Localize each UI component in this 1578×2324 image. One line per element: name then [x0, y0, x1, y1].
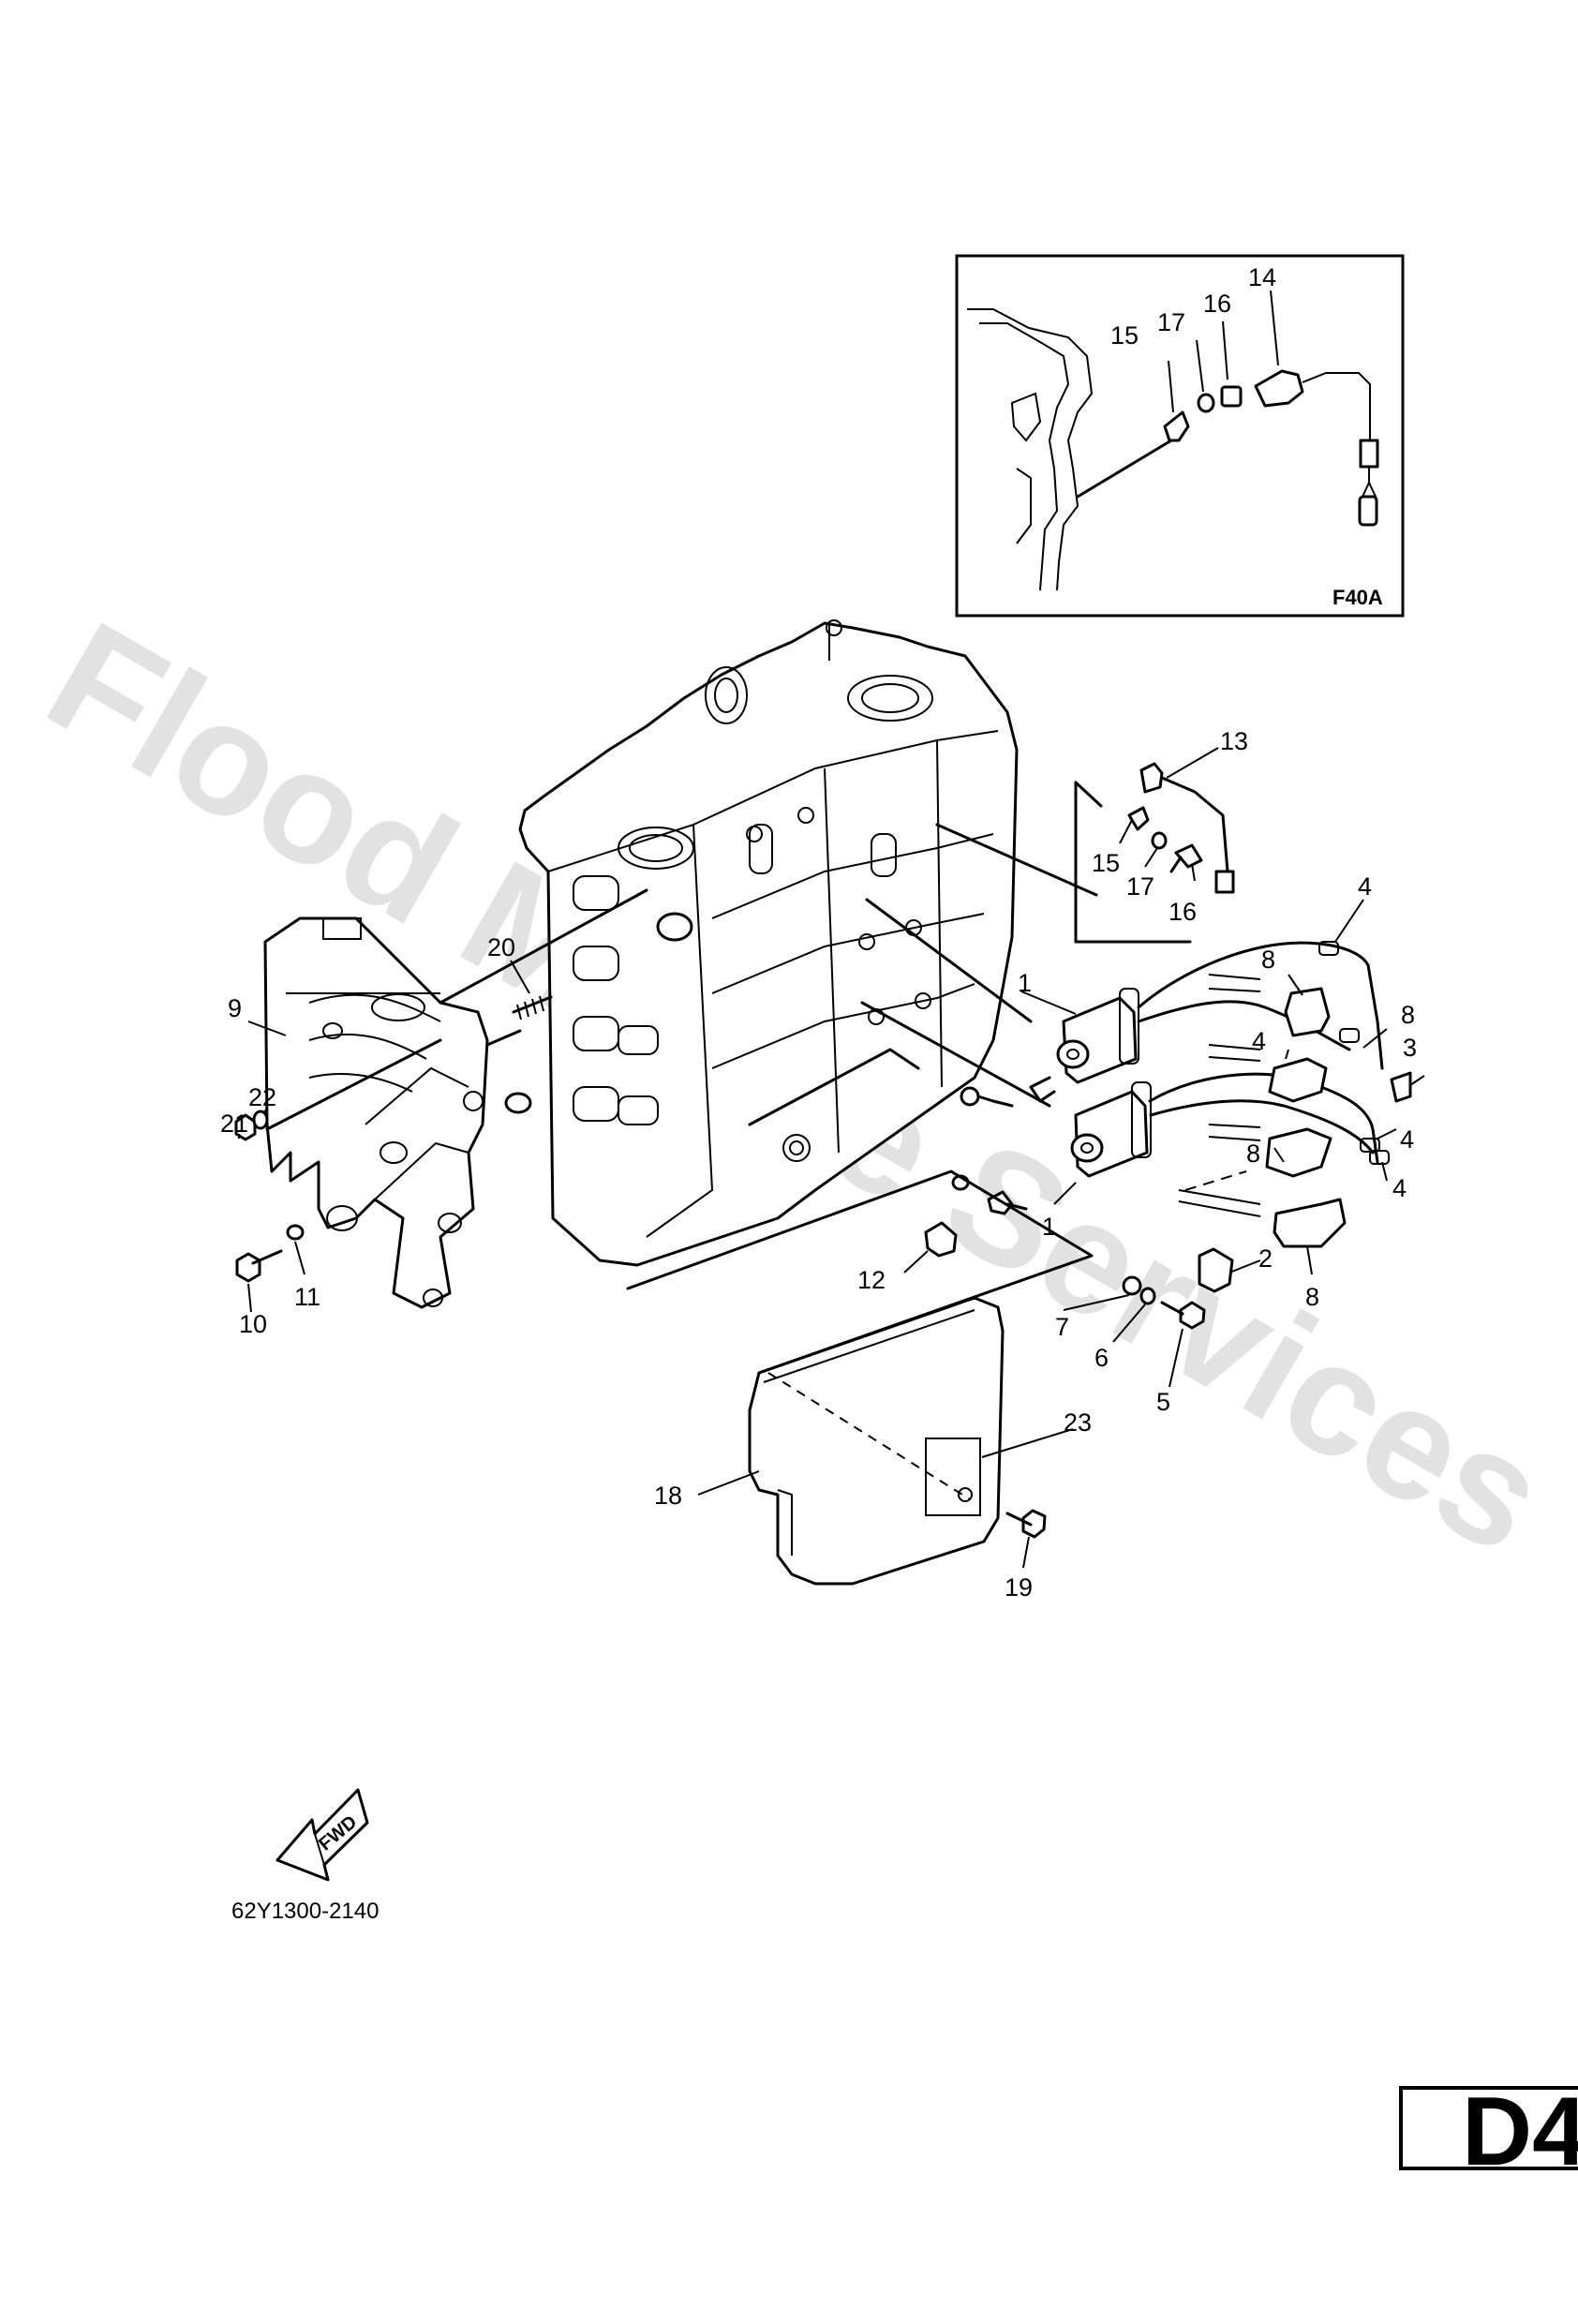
callout-4-top: 4 [1358, 872, 1372, 901]
fwd-arrow-icon: FWD [275, 1788, 369, 1882]
callout-4-right: 4 [1400, 1125, 1414, 1154]
callout-14: 14 [1248, 263, 1276, 291]
callout-8-a: 8 [1261, 946, 1275, 974]
callout-13: 13 [1220, 727, 1248, 755]
callout-9: 9 [228, 994, 242, 1022]
nut [234, 1113, 257, 1141]
callout-15: 15 [1110, 321, 1139, 350]
page-tab-label: D4 [1462, 2078, 1578, 2186]
callout-10: 10 [239, 1310, 267, 1338]
callout-8-c: 8 [1246, 1140, 1260, 1168]
inset-panel: 14 15 16 17 F40A [955, 254, 1405, 618]
callout-11: 11 [294, 1283, 320, 1311]
callout-4-bottom: 4 [1392, 1174, 1407, 1202]
callout-8-d: 8 [1305, 1283, 1319, 1311]
callout-21: 21 [220, 1110, 248, 1138]
inset-label: F40A [1332, 586, 1383, 609]
callout-22: 22 [248, 1083, 276, 1111]
engine-block [504, 619, 1019, 1267]
callout-1-upper: 1 [1018, 969, 1032, 997]
callout-4-mid: 4 [1252, 1027, 1266, 1055]
bracket [263, 916, 489, 1309]
bracket-2 [1198, 1247, 1234, 1293]
washer [252, 1110, 269, 1130]
diagram-code: 62Y1300-2140 [231, 1899, 379, 1924]
callout-7: 7 [1055, 1313, 1069, 1341]
callout-16: 16 [1169, 898, 1197, 926]
callout-8-b: 8 [1401, 1001, 1415, 1029]
callout-17: 17 [1157, 308, 1185, 336]
callout-12: 12 [857, 1266, 886, 1294]
callout-1-lower: 1 [1042, 1213, 1056, 1241]
callout-17: 17 [1126, 872, 1154, 901]
callout-20: 20 [487, 933, 515, 961]
bolt-10 [235, 1252, 261, 1283]
callout-19: 19 [1005, 1573, 1033, 1601]
callout-6: 6 [1094, 1344, 1109, 1372]
callout-5: 5 [1156, 1388, 1170, 1416]
page-tab: D4 [1399, 2078, 1578, 2186]
callout-3: 3 [1403, 1034, 1417, 1062]
callout-18: 18 [654, 1482, 682, 1510]
sensor-12 [924, 1221, 958, 1258]
bolt-19 [1021, 1509, 1047, 1539]
callout-2: 2 [1258, 1244, 1273, 1273]
stud [512, 995, 553, 1014]
bolt-5 [1179, 1301, 1206, 1330]
callout-23: 23 [1064, 1408, 1092, 1437]
callout-16: 16 [1203, 290, 1231, 318]
sensor-13 [1127, 762, 1235, 894]
callout-15: 15 [1092, 849, 1120, 877]
ignition-coils [1029, 941, 1412, 1248]
leader-lines [238, 747, 1425, 1569]
